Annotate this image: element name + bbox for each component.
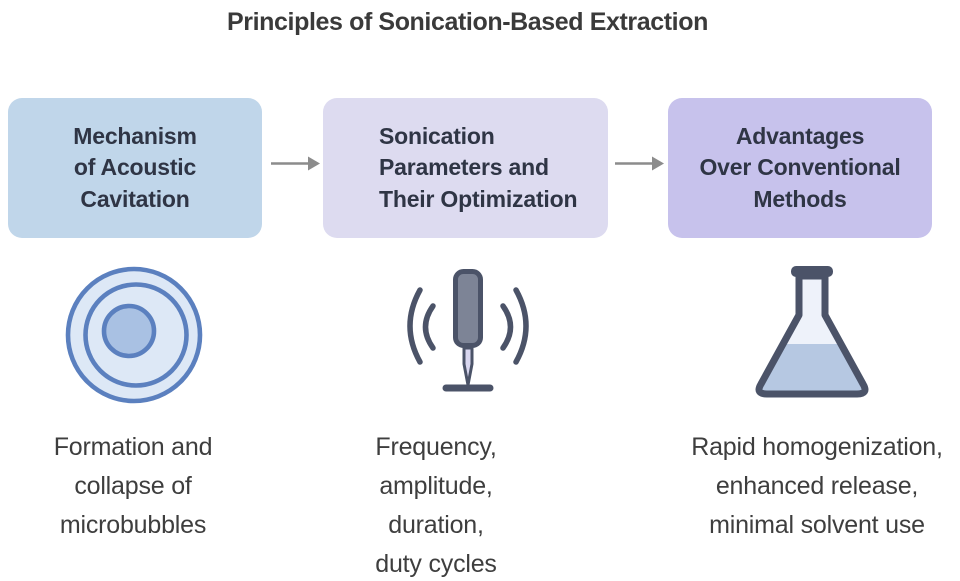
flask-rim [791,266,833,277]
sound-wave-icon [422,303,436,351]
sonicator-probe-icon [407,269,529,392]
flow-box-mechanism: Mechanism of Acoustic Cavitation [8,98,262,238]
erlenmeyer-flask-icon [755,266,869,398]
flow-box-advantages: Advantages Over Conventional Methods [668,98,932,238]
flow-box-parameters-label: Sonication Parameters and Their Optimiza… [379,122,578,212]
sound-wave-icon [500,303,514,351]
flask-outline [755,272,869,398]
flow-arrow-2 [615,156,664,171]
probe-tip [462,346,474,387]
flow-box-advantages-label: Advantages Over Conventional Methods [699,122,901,212]
caption-cavitation: Formation and collapse of microbubbles [53,433,213,539]
flask-liquid [759,344,865,394]
cavitation-bubble-icon [65,266,203,404]
caption-advantages: Rapid homogenization, enhanced release, … [691,433,943,539]
arrowhead-icon [308,156,320,171]
arrowhead-icon [652,156,664,171]
caption-parameters: Frequency, amplitude, duration, duty cyc… [375,433,497,578]
flow-arrow-1 [271,156,320,171]
sound-wave-icon [407,287,423,365]
probe-body [453,269,483,348]
sound-wave-icon [513,287,529,365]
flow-box-parameters: Sonication Parameters and Their Optimiza… [323,98,608,238]
page-title: Principles of Sonication-Based Extractio… [227,8,708,36]
flow-box-mechanism-label: Mechanism of Acoustic Cavitation [73,122,197,212]
